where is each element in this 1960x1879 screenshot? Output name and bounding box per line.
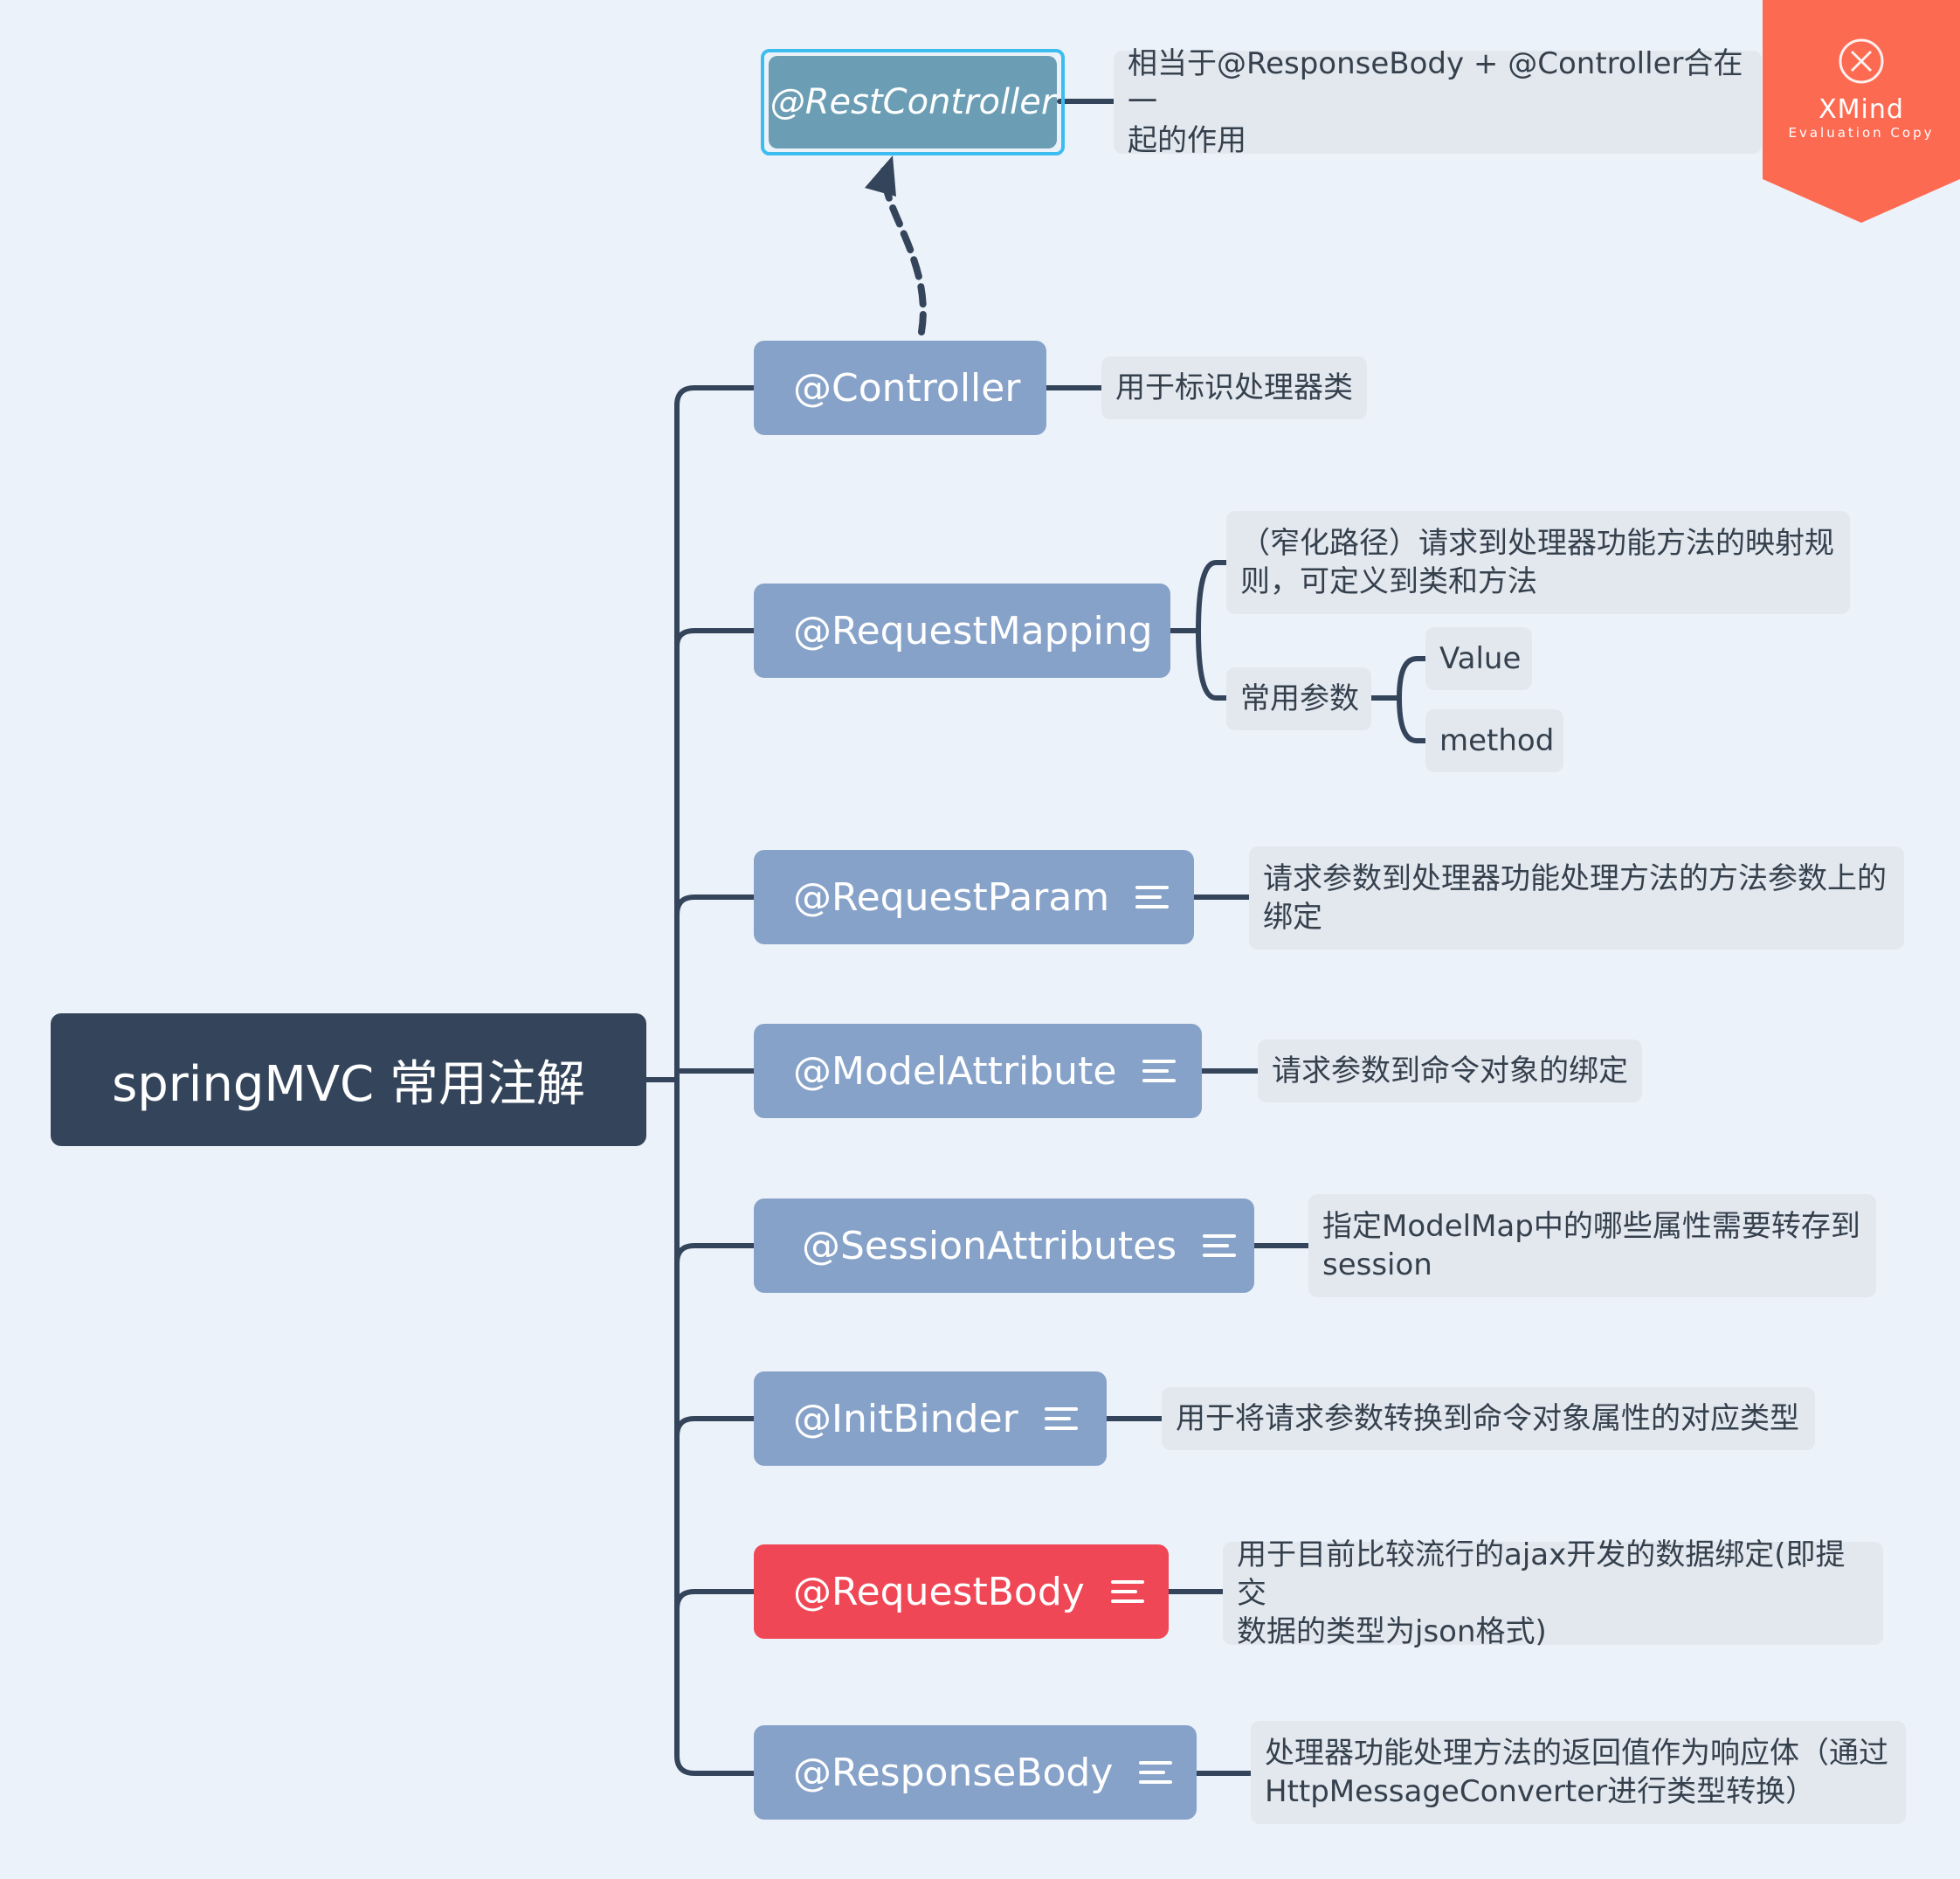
topic-session-attributes[interactable]: @SessionAttributes: [754, 1199, 1254, 1293]
note-line: 指定ModelMap中的哪些属性需要转存到: [1322, 1209, 1860, 1244]
note-line: 相当于@ResponseBody + @Controller合在一: [1128, 46, 1743, 120]
topic-label: @RequestParam: [793, 874, 1110, 920]
watermark-brand: XMind: [1819, 94, 1904, 125]
topic-label: @ModelAttribute: [793, 1048, 1117, 1094]
notes-icon[interactable]: [1044, 1401, 1078, 1436]
rest-controller-selection: [761, 49, 1065, 155]
note-request-body[interactable]: 用于目前比较流行的ajax开发的数据绑定(即提交 数据的类型为json格式): [1223, 1537, 1883, 1649]
notes-icon[interactable]: [1203, 1228, 1237, 1263]
xmind-watermark-badge: [1763, 0, 1960, 223]
note-line: 用于目前比较流行的ajax开发的数据绑定(即提交: [1237, 1537, 1846, 1611]
param-group[interactable]: 常用参数: [1226, 667, 1371, 730]
topic-label: @RequestBody: [793, 1569, 1085, 1614]
note-session-attributes[interactable]: 指定ModelMap中的哪些属性需要转存到 session: [1308, 1194, 1876, 1297]
topic-label: @ResponseBody: [793, 1750, 1114, 1795]
notes-icon[interactable]: [1135, 880, 1170, 915]
topic-label: @RequestMapping: [793, 608, 1153, 653]
notes-icon[interactable]: [1139, 1755, 1173, 1790]
note-response-body[interactable]: 处理器功能处理方法的返回值作为响应体（通过 HttpMessageConvert…: [1251, 1721, 1906, 1824]
topic-request-param[interactable]: @RequestParam: [754, 850, 1194, 944]
topic-model-attribute[interactable]: @ModelAttribute: [754, 1024, 1202, 1118]
note-line: （窄化路径）请求到处理器功能方法的映射规: [1240, 526, 1834, 561]
watermark-subtitle: Evaluation Copy: [1788, 125, 1935, 141]
note-line: session: [1322, 1247, 1432, 1282]
topic-init-binder[interactable]: @InitBinder: [754, 1371, 1107, 1466]
note-line: HttpMessageConverter进行类型转换）: [1265, 1774, 1816, 1809]
param-label: Value: [1439, 641, 1522, 676]
note-line: 用于标识处理器类: [1115, 370, 1353, 405]
note-line: 则，可定义到类和方法: [1240, 564, 1537, 599]
topic-label: @Controller: [793, 365, 1021, 411]
root-label: springMVC 常用注解: [112, 1055, 585, 1113]
note-line: 请求参数到处理器功能处理方法的方法参数上的: [1263, 861, 1887, 896]
topic-rest-controller[interactable]: @RestController: [769, 56, 1057, 149]
topic-request-body[interactable]: @RequestBody: [754, 1544, 1169, 1639]
topic-label: @InitBinder: [793, 1396, 1018, 1441]
topic-label: @SessionAttributes: [802, 1223, 1177, 1268]
param-group-label: 常用参数: [1240, 681, 1359, 716]
note-request-mapping[interactable]: （窄化路径）请求到处理器功能方法的映射规 则，可定义到类和方法: [1226, 511, 1850, 614]
rest-controller-label: @RestController: [770, 82, 1056, 122]
topic-controller[interactable]: @Controller: [754, 341, 1046, 435]
note-init-binder[interactable]: 用于将请求参数转换到命令对象属性的对应类型: [1162, 1387, 1815, 1450]
topic-request-mapping[interactable]: @RequestMapping: [754, 584, 1170, 678]
note-line: 数据的类型为json格式): [1237, 1614, 1547, 1649]
note-model-attribute[interactable]: 请求参数到命令对象的绑定: [1258, 1040, 1642, 1102]
note-line: 绑定: [1263, 900, 1322, 935]
root-topic[interactable]: springMVC 常用注解: [51, 1013, 646, 1146]
note-controller[interactable]: 用于标识处理器类: [1101, 356, 1367, 419]
param-value[interactable]: Value: [1425, 627, 1532, 690]
note-rest-controller[interactable]: 相当于@ResponseBody + @Controller合在一 起的作用: [1114, 46, 1762, 158]
notes-icon[interactable]: [1110, 1574, 1144, 1609]
param-label: method: [1439, 723, 1555, 758]
topic-response-body[interactable]: @ResponseBody: [754, 1725, 1197, 1820]
notes-icon[interactable]: [1142, 1053, 1177, 1088]
note-line: 处理器功能处理方法的返回值作为响应体（通过: [1265, 1736, 1888, 1771]
param-method[interactable]: method: [1425, 709, 1563, 772]
note-line: 用于将请求参数转换到命令对象属性的对应类型: [1176, 1401, 1799, 1436]
note-line: 起的作用: [1128, 123, 1246, 158]
note-request-param[interactable]: 请求参数到处理器功能处理方法的方法参数上的 绑定: [1249, 846, 1904, 950]
note-line: 请求参数到命令对象的绑定: [1272, 1053, 1628, 1088]
